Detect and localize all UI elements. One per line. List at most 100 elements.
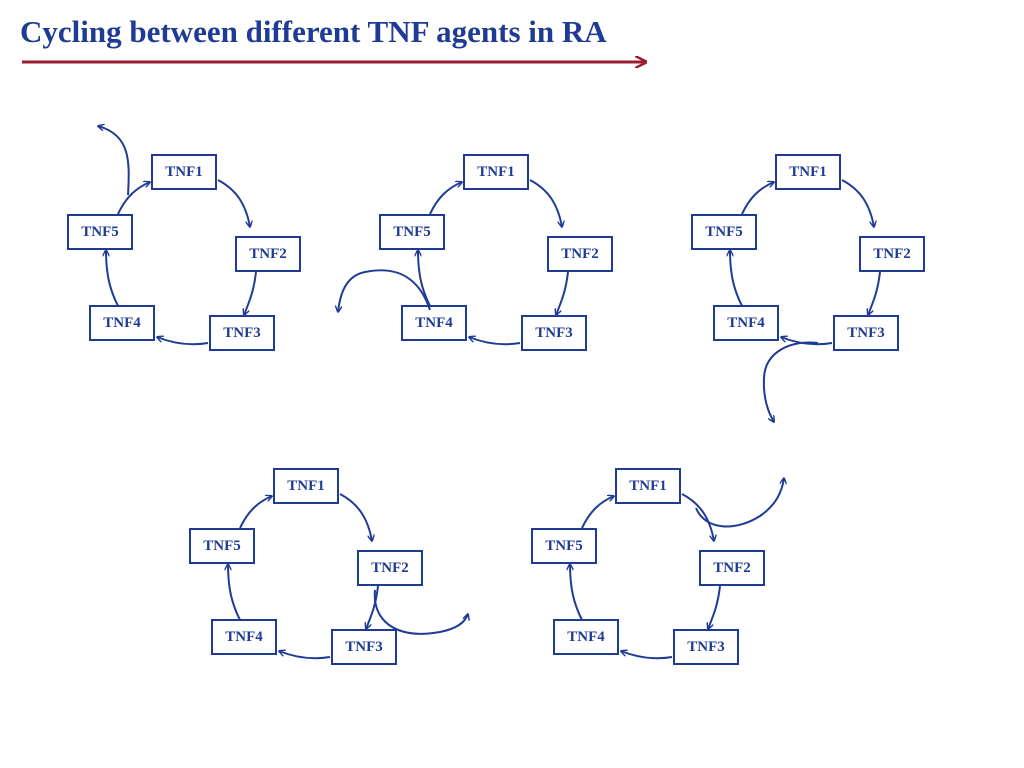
node-tnf5: TNF5: [691, 214, 757, 250]
node-label: TNF5: [203, 538, 241, 554]
diagrams-layer: TNF1TNF2TNF3TNF4TNF5TNF1TNF2TNF3TNF4TNF5…: [67, 126, 925, 665]
node-box: [209, 315, 275, 351]
node-label: TNF5: [81, 224, 119, 240]
node-label: TNF2: [873, 246, 911, 262]
node-box: [547, 236, 613, 272]
node-box: [401, 305, 467, 341]
node-label: TNF2: [371, 560, 409, 576]
node-label: TNF2: [713, 560, 751, 576]
node-label: TNF3: [223, 325, 261, 341]
node-label: TNF1: [477, 164, 515, 180]
node-tnf1: TNF1: [775, 154, 841, 190]
cycle-arrow-4: [418, 250, 431, 307]
exit-arrow-3: [762, 341, 819, 422]
node-label: TNF4: [103, 315, 141, 331]
node-tnf3: TNF3: [833, 315, 899, 351]
node-tnf2: TNF2: [699, 550, 765, 586]
node-label: TNF3: [847, 325, 885, 341]
node-label: TNF3: [345, 639, 383, 655]
cycle-arrow-4: [730, 250, 743, 307]
cycle-arrow-4: [570, 564, 583, 621]
exit-arrow-2: [338, 269, 431, 312]
cycle-arrow-3: [279, 651, 331, 660]
cycle-arrow-1: [339, 493, 372, 541]
node-box: [151, 154, 217, 190]
cycle-arrow-2: [366, 585, 379, 629]
node-tnf2: TNF2: [859, 236, 925, 272]
node-box: [463, 154, 529, 190]
node-label: TNF1: [629, 478, 667, 494]
node-tnf3: TNF3: [209, 315, 275, 351]
node-box: [691, 214, 757, 250]
cycle-arrow-5: [581, 496, 614, 529]
node-label: TNF4: [415, 315, 453, 331]
node-box: [331, 629, 397, 665]
node-tnf4: TNF4: [713, 305, 779, 341]
node-tnf1: TNF1: [463, 154, 529, 190]
cycle-arrow-3: [157, 337, 209, 346]
node-label: TNF4: [225, 629, 263, 645]
node-box: [189, 528, 255, 564]
node-box: [211, 619, 277, 655]
node-box: [673, 629, 739, 665]
node-tnf4: TNF4: [89, 305, 155, 341]
node-label: TNF2: [561, 246, 599, 262]
node-label: TNF1: [165, 164, 203, 180]
cycle-arrow-5: [239, 496, 272, 529]
node-label: TNF5: [705, 224, 743, 240]
node-box: [699, 550, 765, 586]
node-label: TNF5: [545, 538, 583, 554]
node-box: [235, 236, 301, 272]
cycle-arrow-2: [868, 271, 881, 315]
cycle-arrow-1: [529, 179, 562, 227]
slide-title: Cycling between different TNF agents in …: [20, 14, 607, 49]
node-box: [67, 214, 133, 250]
node-tnf3: TNF3: [331, 629, 397, 665]
node-box: [833, 315, 899, 351]
node-box: [89, 305, 155, 341]
cycle-arrow-5: [741, 182, 774, 215]
exit-arrow-4: [373, 589, 468, 635]
node-tnf4: TNF4: [553, 619, 619, 655]
exit-arrow-5: [695, 478, 784, 528]
node-tnf2: TNF2: [357, 550, 423, 586]
cycle-arrow-3: [621, 651, 673, 660]
node-box: [615, 468, 681, 504]
cycle-arrow-1: [841, 179, 874, 227]
node-tnf1: TNF1: [151, 154, 217, 190]
cycle-arrow-2: [708, 585, 721, 629]
node-tnf5: TNF5: [531, 528, 597, 564]
exit-arrow-1: [98, 126, 130, 196]
node-box: [379, 214, 445, 250]
node-box: [357, 550, 423, 586]
node-tnf2: TNF2: [235, 236, 301, 272]
node-label: TNF3: [687, 639, 725, 655]
cycle-arrow-2: [244, 271, 257, 315]
cycle-arrow-5: [117, 182, 150, 215]
node-box: [273, 468, 339, 504]
node-box: [859, 236, 925, 272]
node-label: TNF3: [535, 325, 573, 341]
cycle-arrow-4: [228, 564, 241, 621]
node-tnf5: TNF5: [67, 214, 133, 250]
cycle-arrow-1: [681, 493, 714, 541]
node-tnf3: TNF3: [521, 315, 587, 351]
node-tnf1: TNF1: [615, 468, 681, 504]
node-label: TNF1: [789, 164, 827, 180]
node-label: TNF5: [393, 224, 431, 240]
cycle-arrow-1: [217, 179, 250, 227]
node-tnf1: TNF1: [273, 468, 339, 504]
node-label: TNF4: [567, 629, 605, 645]
node-box: [713, 305, 779, 341]
node-label: TNF1: [287, 478, 325, 494]
node-tnf5: TNF5: [379, 214, 445, 250]
node-box: [775, 154, 841, 190]
cycle-arrow-3: [469, 337, 521, 346]
node-box: [521, 315, 587, 351]
